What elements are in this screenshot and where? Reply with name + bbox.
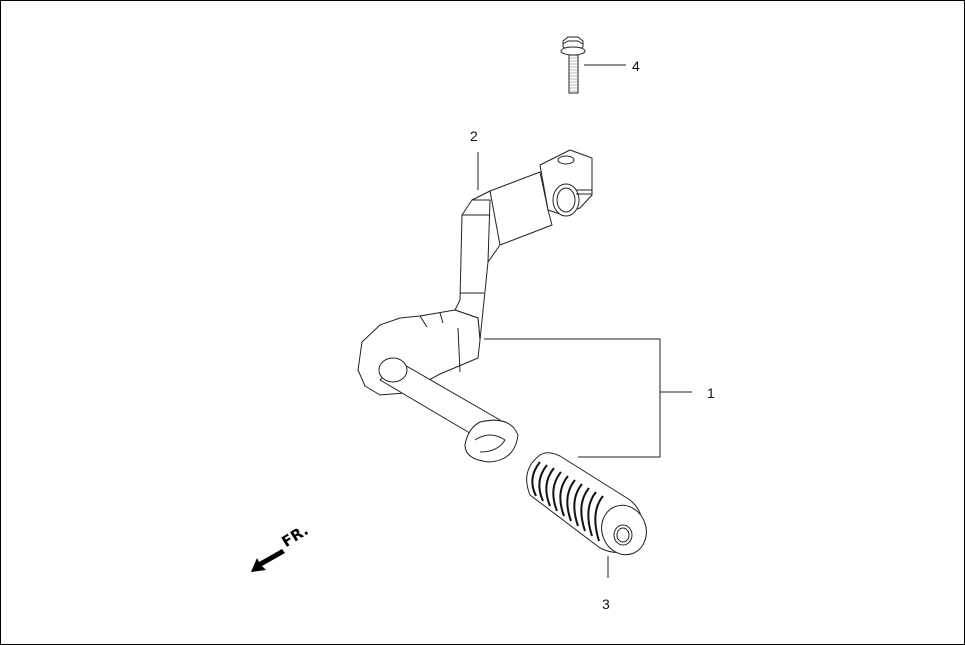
callout-2: 2 bbox=[470, 128, 478, 144]
arrow-down-left-icon bbox=[251, 549, 285, 572]
pedal-rubber-icon bbox=[526, 452, 647, 556]
leader-bracket-1 bbox=[484, 338, 692, 458]
callout-1: 1 bbox=[707, 385, 715, 401]
flange-bolt-icon bbox=[560, 36, 586, 94]
callout-4: 4 bbox=[632, 58, 640, 74]
shift-arm-icon bbox=[357, 149, 593, 463]
callout-3: 3 bbox=[602, 596, 610, 612]
